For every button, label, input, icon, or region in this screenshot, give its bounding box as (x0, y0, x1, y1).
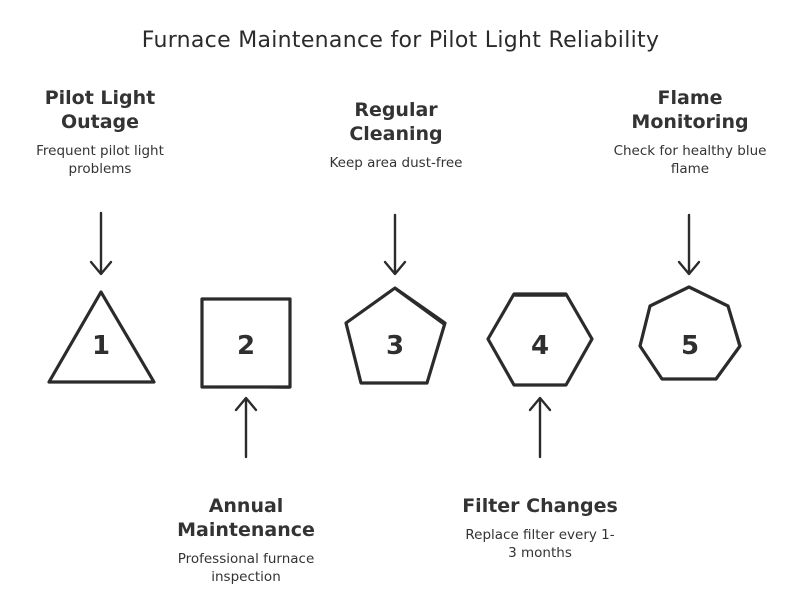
arrow-to-step-1 (89, 211, 113, 276)
step-1-description: Frequent pilot light problems (36, 143, 164, 177)
step-5-label: Flame Monitoring Check for healthy blue … (590, 86, 790, 178)
step-1-number: 1 (92, 331, 110, 361)
step-3-pentagon-shape: 3 (344, 286, 447, 385)
step-2-description: Professional furnace inspection (177, 551, 315, 585)
step-2-square-shape: 2 (200, 297, 292, 389)
step-2-label: Annual Maintenance Professional furnace … (146, 494, 346, 586)
step-5-number: 5 (681, 331, 699, 361)
step-2-number: 2 (237, 331, 255, 361)
step-1-heading: Pilot Light Outage (44, 87, 156, 133)
step-2-heading: Annual Maintenance (177, 495, 315, 541)
arrow-to-step-3 (383, 213, 407, 276)
step-4-heading: Filter Changes (462, 495, 618, 517)
step-4-description: Replace filter every 1- 3 months (465, 527, 615, 561)
step-4-number: 4 (531, 331, 549, 361)
step-5-heading: Flame Monitoring (631, 87, 749, 133)
step-3-label: Regular Cleaning Keep area dust-free (296, 98, 496, 172)
step-3-number: 3 (386, 331, 404, 361)
step-3-heading: Regular Cleaning (349, 99, 443, 145)
step-4-hexagon-shape: 4 (486, 292, 594, 387)
step-5-heptagon-shape: 5 (638, 285, 742, 381)
step-4-label: Filter Changes Replace filter every 1- 3… (440, 494, 640, 562)
step-1-triangle-shape: 1 (47, 290, 156, 384)
arrow-to-step-5 (677, 213, 701, 276)
diagram-title: Furnace Maintenance for Pilot Light Reli… (141, 28, 660, 53)
step-1-label: Pilot Light Outage Frequent pilot light … (0, 86, 200, 178)
step-5-description: Check for healthy blue flame (613, 143, 767, 177)
step-3-description: Keep area dust-free (329, 155, 463, 171)
arrow-to-step-2 (234, 396, 258, 459)
arrow-to-step-4 (528, 396, 552, 459)
